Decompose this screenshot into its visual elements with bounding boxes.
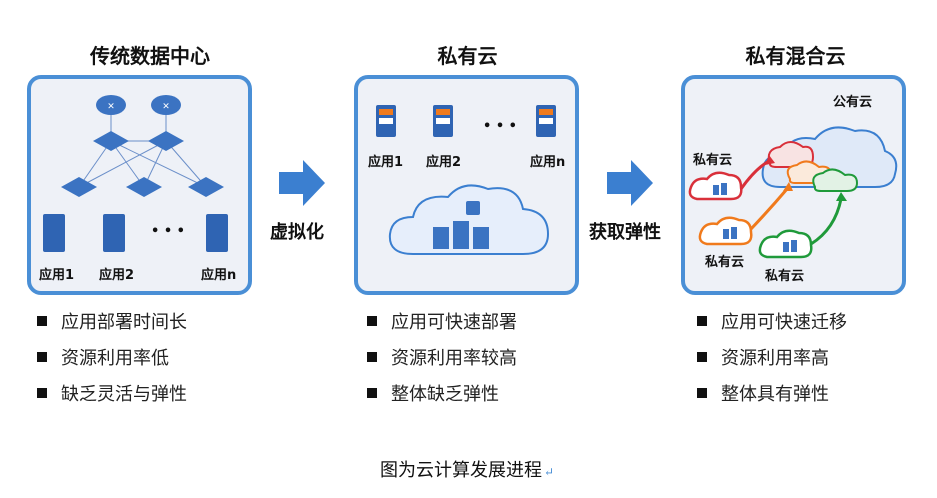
arrow-right-icon — [279, 160, 325, 206]
public-cloud-label: 公有云 — [833, 95, 873, 110]
bullet-item: 整体缺乏弹性 — [367, 380, 499, 406]
panel-title-private-cloud: 私有云 — [437, 44, 498, 68]
app-label-1: 应用1 — [39, 268, 75, 283]
ellipsis: • • • — [151, 224, 185, 239]
app-label-n: 应用n — [201, 268, 237, 283]
cloud-icon — [388, 184, 550, 255]
traditional-dc-panel: ✕ ✕ • • • 应用1 应用2 应用n — [27, 75, 252, 295]
bullet-item: 资源利用率较高 — [367, 344, 517, 370]
app-label-1: 应用1 — [368, 155, 404, 170]
panel-title-hybrid-cloud: 私有混合云 — [745, 44, 846, 68]
hybrid-cloud-panel: 公有云 私有云 私有云 私有云 — [681, 75, 906, 295]
bullet-item: 应用可快速迁移 — [697, 308, 847, 334]
private-cloud-panel: • • • 应用1 应用2 应用n — [354, 75, 579, 295]
network-topology: ✕ ✕ — [43, 95, 228, 252]
router-icon: ✕ ✕ — [96, 95, 181, 115]
bullet-item: 资源利用率低 — [37, 344, 169, 370]
ellipsis: • • • — [483, 119, 517, 134]
arrow-label-elasticity: 获取弹性 — [589, 222, 661, 243]
app-label-2: 应用2 — [426, 155, 462, 170]
svg-text:✕: ✕ — [162, 102, 170, 112]
return-mark: ↵ — [544, 465, 555, 479]
private-cloud-label: 私有云 — [705, 255, 745, 270]
private-cloud-label: 私有云 — [693, 153, 733, 168]
app-label-n: 应用n — [530, 155, 566, 170]
arrow-label-virtualization: 虚拟化 — [270, 222, 324, 243]
figure-caption: 图为云计算发展进程↵ — [380, 460, 555, 481]
bullet-item: 整体具有弹性 — [697, 380, 829, 406]
bullet-item: 应用部署时间长 — [37, 308, 187, 334]
hybrid-cloud-graphic — [688, 126, 898, 259]
panel-title-traditional-dc: 传统数据中心 — [90, 44, 210, 68]
private-cloud-label: 私有云 — [765, 269, 805, 284]
bullet-item: 应用可快速部署 — [367, 308, 517, 334]
app-os-icon — [376, 105, 556, 255]
bullet-item: 缺乏灵活与弹性 — [37, 380, 187, 406]
bullet-item: 资源利用率高 — [697, 344, 829, 370]
app-label-2: 应用2 — [99, 268, 135, 283]
svg-text:✕: ✕ — [107, 102, 115, 112]
arrow-right-icon — [607, 160, 653, 206]
